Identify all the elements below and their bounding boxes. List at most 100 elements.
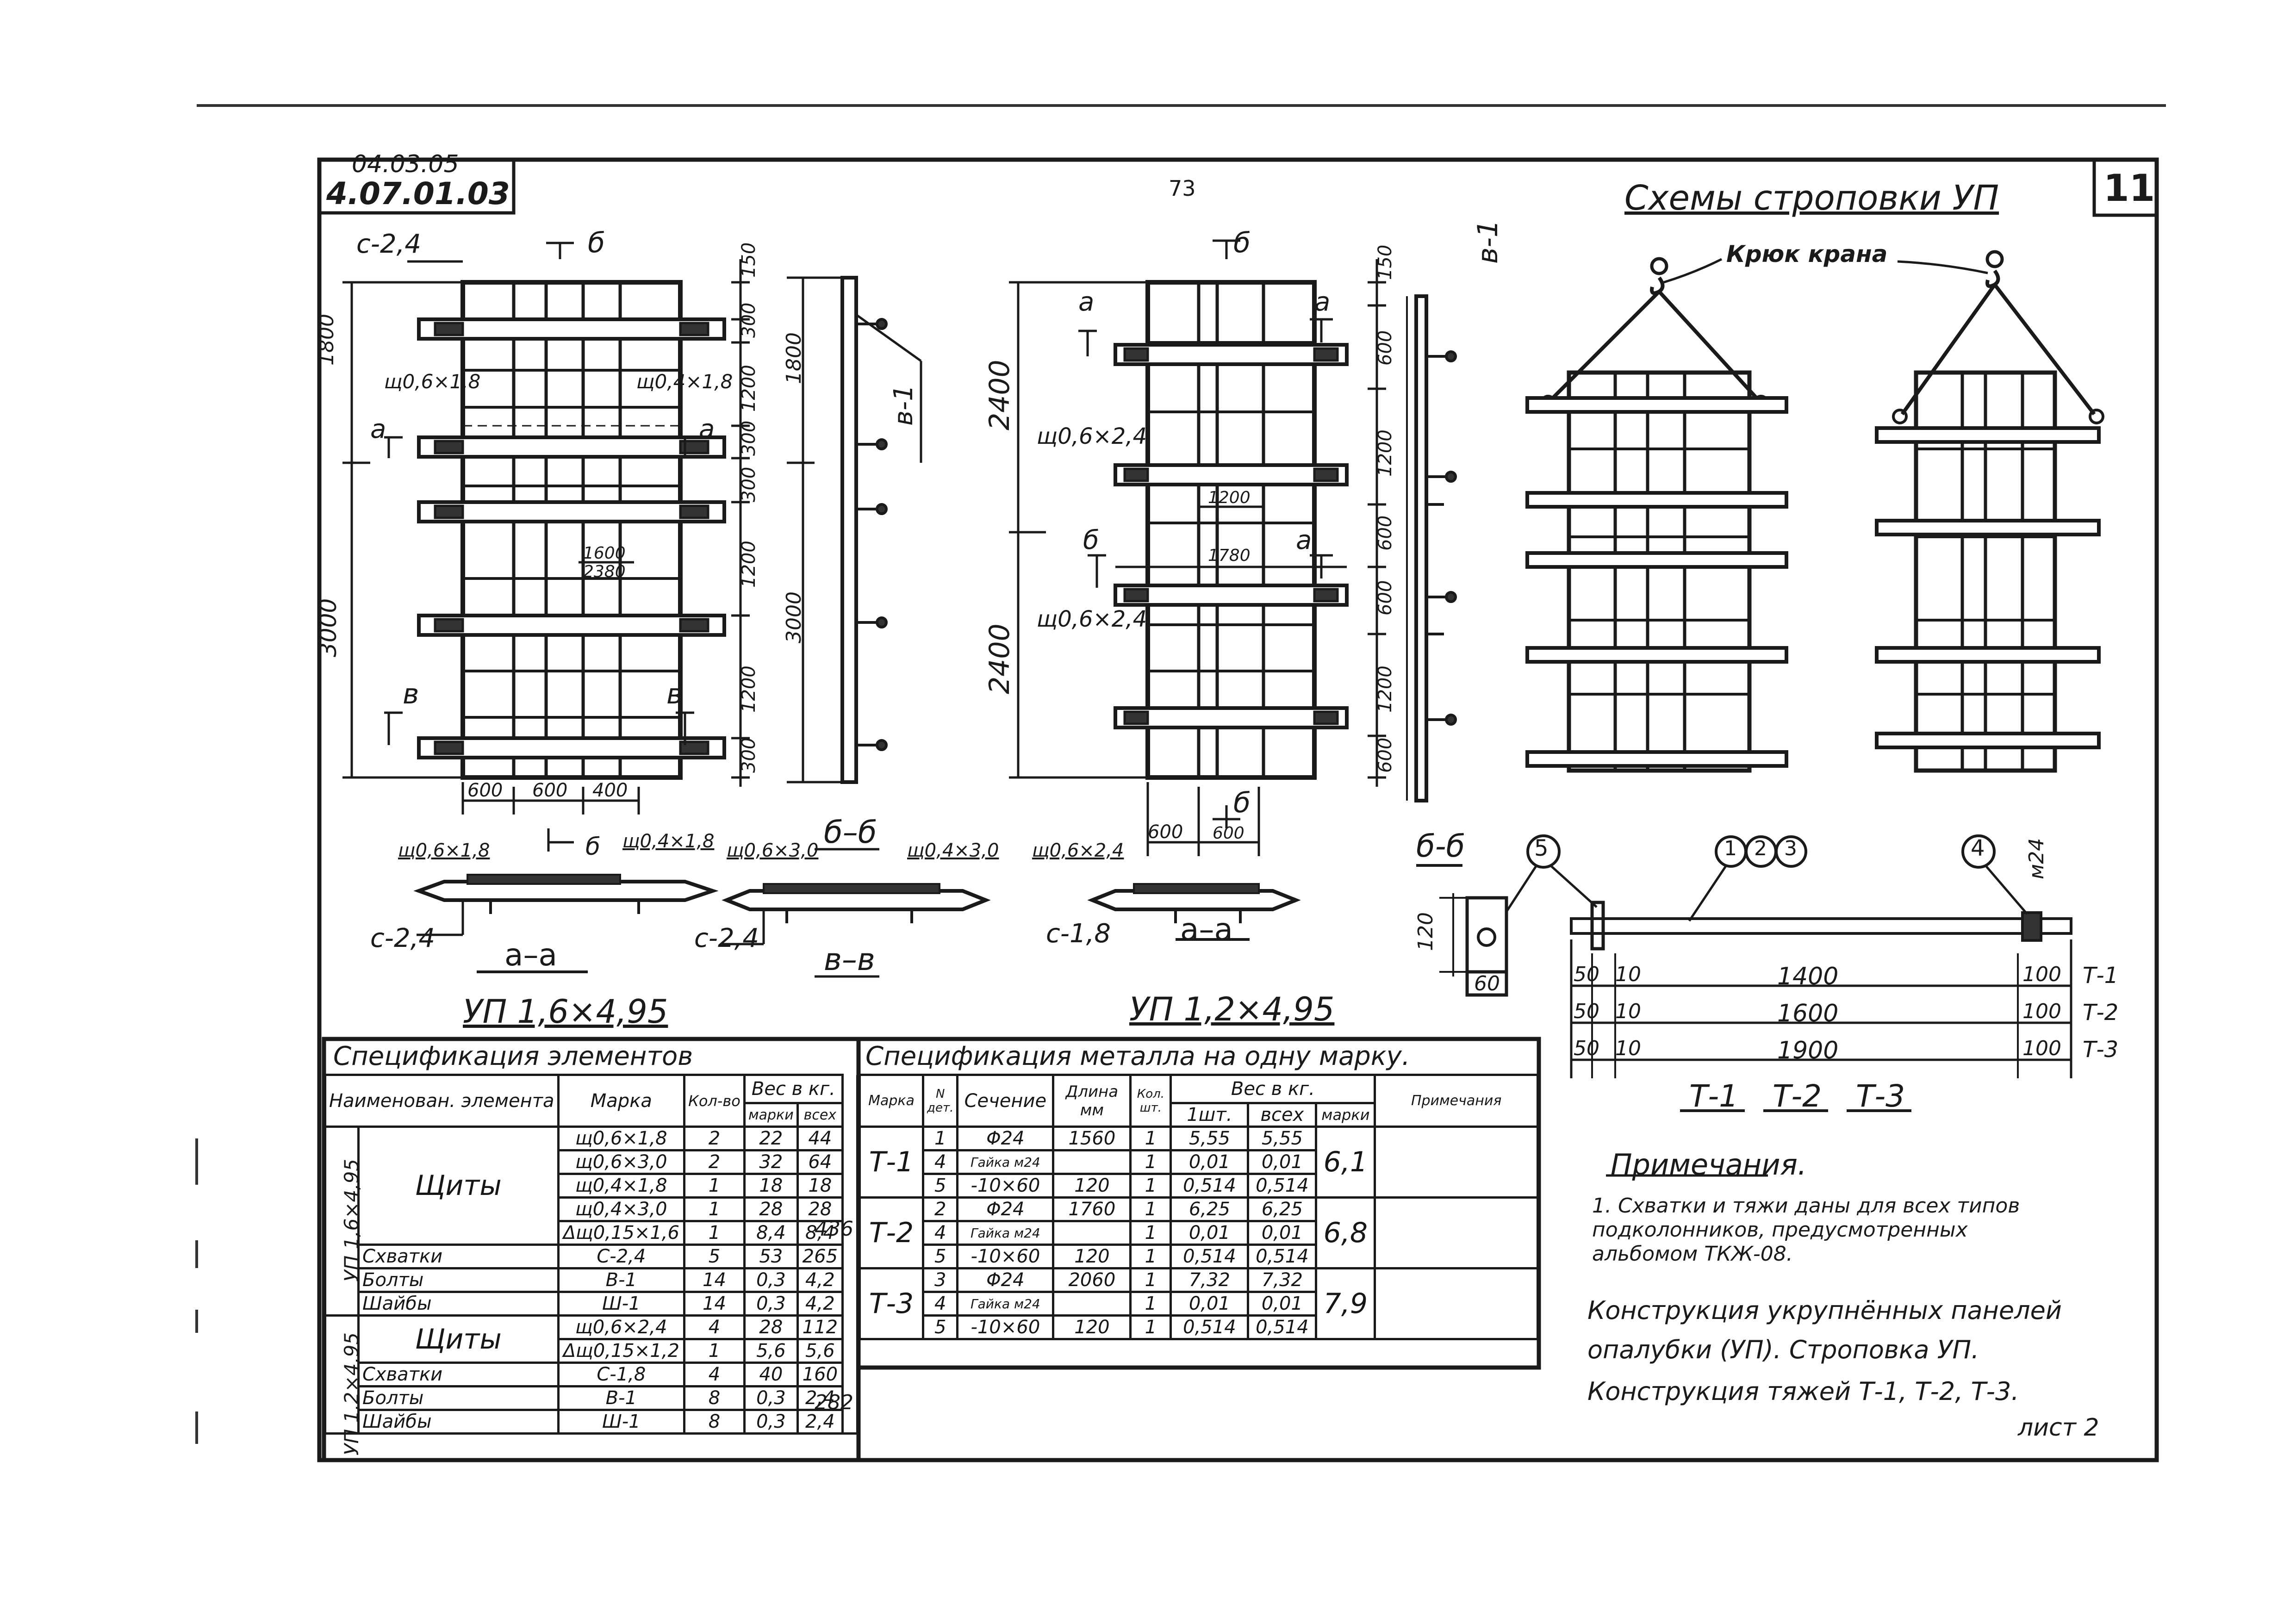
panel-16-title: УП 1,6×4,95	[463, 993, 668, 1031]
panel-16-dim-r6: 1200	[738, 665, 759, 713]
callout-4: 4	[1971, 835, 1985, 861]
section-aa-right-title: а–а	[1180, 912, 1233, 947]
notes-line-2: подколонников, предусмотренных	[1592, 1218, 1968, 1242]
spec-metal-wall: 0,514	[1247, 1314, 1318, 1340]
spec-elements-h-weight: Вес в кг.	[743, 1074, 844, 1104]
spec-elements-name: Болты	[357, 1385, 560, 1411]
panel-12-title: УП 1,2×4,95	[1129, 990, 1335, 1028]
spec-metal-len: 1760	[1052, 1196, 1132, 1222]
panel-12-front-view	[1145, 280, 1317, 780]
panel-16-section-b-top: б	[588, 227, 605, 259]
spec-elements-qty: 8	[683, 1385, 746, 1411]
panel-16-shield-right: щ0,4×1,8	[636, 370, 733, 393]
spec-elements-qty: 1	[683, 1220, 746, 1246]
title-block-line-2: опалубки (УП). Строповка УП.	[1587, 1335, 1979, 1364]
panel-16-dimensions	[342, 242, 750, 852]
panel-16-side-view	[787, 276, 922, 784]
spec-elements-header-row: Наименован. элемента Марка Кол-во Вес в …	[324, 1074, 859, 1435]
page-number: 73	[1169, 176, 1196, 201]
panel-16-dim-b2: 400	[592, 780, 628, 801]
panel-16-dim-b1: 600	[532, 780, 568, 801]
title-block-line-1: Конструкция укрупнённых панелей	[1587, 1296, 2062, 1325]
spec-metal-det: 1	[921, 1126, 959, 1151]
spec-elements-all: 265	[796, 1244, 844, 1269]
spec-metal-total: 6,1	[1315, 1126, 1376, 1199]
spec-metal-det: 3	[921, 1267, 959, 1293]
notes-title: Примечания.	[1611, 1148, 1807, 1181]
spec-metal-qty: 1	[1129, 1149, 1172, 1175]
spec-elements-mark: С-1,8	[557, 1362, 686, 1387]
panel-16-section-v-left: в	[403, 678, 419, 710]
spec-elements-table: Наименован. элемента Марка Кол-во Вес в …	[324, 1074, 859, 1435]
panel-12-dim-b1: 600	[1213, 824, 1244, 843]
rod-row-2-a: 50	[1574, 1000, 1599, 1023]
spec-metal-mark: Т-2	[859, 1196, 924, 1269]
rod-thread: м24	[2025, 838, 2048, 879]
spec-elements-mark: щ0,6×2,4	[557, 1314, 686, 1340]
spec-elements-all: 112	[796, 1314, 844, 1340]
panel-16-side-label: в-1	[889, 385, 919, 426]
spec-metal-sec: Φ24	[956, 1267, 1055, 1293]
spec-metal-sec: -10×60	[956, 1314, 1055, 1340]
spec-metal-total: 6,8	[1315, 1196, 1376, 1269]
spec-elements-w: 8,4	[743, 1220, 799, 1246]
notes-line-3: альбомом ТКЖ-08.	[1592, 1242, 1793, 1266]
spec-elements-all: 160	[796, 1362, 844, 1387]
spec-metal-mark: Т-1	[859, 1126, 924, 1199]
spec-metal-len: 1560	[1052, 1126, 1132, 1151]
spec-elements-all: 18	[796, 1173, 844, 1199]
panel-12-dim-r6: 600	[1375, 737, 1396, 773]
spec-elements-qty: 1	[683, 1173, 746, 1199]
spec-elements-mark: В-1	[557, 1267, 686, 1293]
panel-16-side-dim-upper: 1800	[782, 332, 806, 384]
rod-label-3: Т-3	[1856, 1078, 1905, 1114]
spec-metal-len: 120	[1052, 1244, 1132, 1269]
spec-elements-w: 0,3	[743, 1267, 799, 1293]
spec-elements-qty: 4	[683, 1314, 746, 1340]
spec-elements-all: 64	[796, 1149, 844, 1175]
spec-metal-h-weight: Вес в кг.	[1170, 1074, 1376, 1104]
spec-metal-w1: 0,01	[1170, 1291, 1250, 1317]
section-vv	[722, 848, 991, 978]
spec-metal-h-wall: всех	[1247, 1102, 1318, 1128]
panel-12-shield-2: щ0,6×2,4	[1037, 606, 1147, 632]
spec-elements-name: Шайбы	[357, 1409, 560, 1435]
spec-metal-len: 120	[1052, 1314, 1132, 1340]
spec-metal-w1: 0,514	[1170, 1173, 1250, 1199]
spec-elements-w: 18	[743, 1173, 799, 1199]
spec-metal-det: 2	[921, 1196, 959, 1222]
spec-elements-all: 8,4	[796, 1220, 844, 1246]
slinging-scheme-1	[1540, 257, 1769, 773]
spec-elements-name: Щиты	[357, 1314, 560, 1364]
panel-16-dim-r2: 1200	[738, 365, 759, 412]
spec-elements-name: Шайбы	[357, 1291, 560, 1317]
panel-12-dim-r2: 1200	[1375, 429, 1396, 477]
spec-elements-mark: В-1	[557, 1385, 686, 1411]
spec-elements-name: Схватки	[357, 1244, 560, 1269]
spec-metal-qty: 1	[1129, 1314, 1172, 1340]
spec-metal-wall: 0,514	[1247, 1244, 1318, 1269]
spec-elements-group1-cell	[324, 1126, 360, 1317]
spec-metal-qty: 1	[1129, 1196, 1172, 1222]
spec-elements-mark: щ0,4×3,0	[557, 1196, 686, 1222]
spec-elements-all: 2,4	[796, 1409, 844, 1435]
rod-label-1: Т-1	[1689, 1078, 1739, 1114]
panel-16-section-v-right: в	[666, 678, 683, 710]
panel-16-dim-r0: 150	[738, 242, 759, 278]
panel-16-dim-inner-1: 1600	[583, 544, 626, 563]
section-aa-right-brace: с-1,8	[1046, 919, 1111, 949]
panel-16-shield-left: щ0,6×1,8	[384, 370, 481, 393]
spec-metal-det: 5	[921, 1244, 959, 1269]
spec-elements-name: Болты	[357, 1267, 560, 1293]
rod-row-2-mark: Т-2	[2083, 1000, 2119, 1026]
spec-elements-qty: 14	[683, 1267, 746, 1293]
rod-row-1-len: 1400	[1777, 963, 1839, 990]
rod-row-1-a: 50	[1574, 963, 1599, 986]
spec-elements-mark: щ0,6×1,8	[557, 1126, 686, 1151]
